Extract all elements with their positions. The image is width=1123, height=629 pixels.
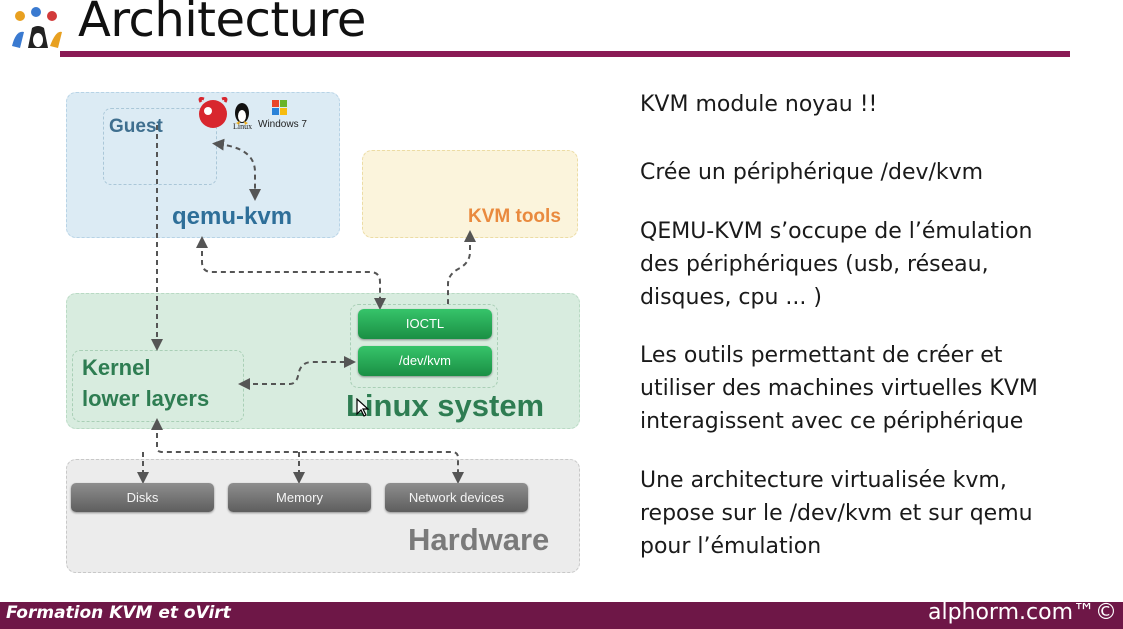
ioctl-block: IOCTL (358, 309, 492, 339)
page-title: Architecture (78, 0, 366, 48)
kvm-tools-zone (362, 150, 578, 238)
freebsd-icon (198, 97, 228, 128)
kernel-devkvm-connector (238, 356, 356, 390)
kernel-label: Kernel (82, 355, 151, 380)
hardware-label: Hardware (408, 522, 550, 557)
lower-layers-label: lower layers (82, 386, 210, 411)
kernel-hardware-connector (151, 418, 464, 484)
bullet-qemu-kvm: QEMU-KVM s’occupe de l’émulation des pér… (640, 219, 1033, 310)
kvm-interface-box (350, 304, 498, 388)
linux-icon-caption: Linux (233, 122, 253, 131)
title-underline (60, 51, 1070, 57)
bullet-architecture: Une architecture virtualisée kvm, repose… (640, 468, 1033, 559)
qemu-kvm-label: qemu-kvm (172, 203, 293, 230)
windows7-icon (272, 100, 287, 115)
footer-bar (0, 602, 1123, 629)
linux-system-label: Linux system (346, 388, 545, 423)
disks-block: Disks (71, 483, 214, 512)
mouse-cursor-icon (356, 398, 370, 417)
tools-ioctl-connector (447, 230, 476, 304)
footer-brand: alphorm.com™© (927, 600, 1117, 625)
network-devices-block: Network devices (385, 483, 528, 512)
memory-block: Memory (228, 483, 371, 512)
guest-qemu-connector (212, 138, 261, 201)
alphorm-logo-icon (12, 7, 62, 48)
guest-label: Guest (109, 116, 163, 137)
qemu-ioctl-connector (196, 236, 386, 310)
footer-course-title: Formation KVM et oVirt (6, 603, 231, 623)
dev-kvm-block: /dev/kvm (358, 346, 492, 376)
guest-os-icons (198, 97, 287, 128)
linux-tux-icon (235, 103, 249, 125)
bullet-tools: Les outils permettant de créer et utilis… (640, 343, 1038, 434)
bullet-kvm-module: KVM module noyau !! (640, 92, 878, 117)
bullet-dev-kvm: Crée un périphérique /dev/kvm (640, 160, 984, 185)
kvm-tools-label: KVM tools (468, 206, 561, 227)
qemu-kvm-term: QEMU-KVM (640, 219, 763, 244)
windows-icon-caption: Windows 7 (258, 119, 307, 130)
